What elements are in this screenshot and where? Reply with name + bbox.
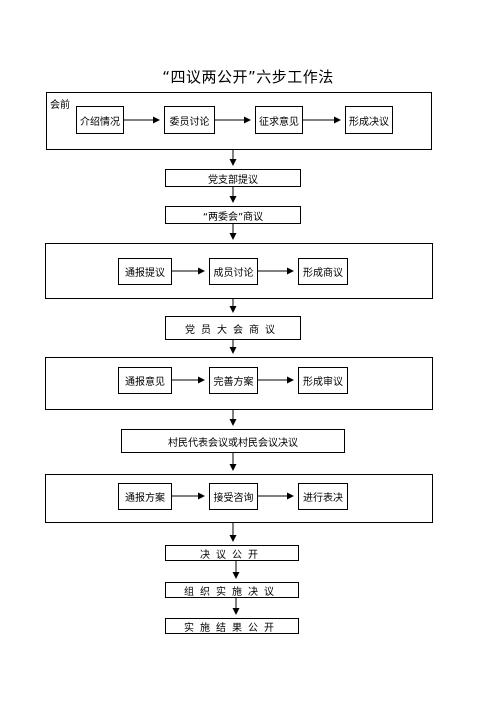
step-conduct-vote: 进行表决: [298, 483, 348, 510]
party-branch-proposal-box: 党支部提议: [165, 169, 301, 187]
villagers-meeting-resolution-box: 村民代表会议或村民会议决议: [121, 429, 345, 453]
step-form-consultation: 形成商议: [298, 258, 348, 285]
page-title: “四议两公开”六步工作法: [162, 68, 334, 86]
step-introduce-situation: 介绍情况: [76, 106, 124, 134]
step-accept-consultation: 接受咨询: [209, 483, 258, 510]
pre-meeting-label: 会前: [50, 100, 70, 111]
step-form-review: 形成审议: [298, 367, 348, 394]
resolution-substeps-group: [45, 474, 433, 523]
step-form-resolution: 形成决议: [345, 106, 393, 134]
step-improve-plan: 完善方案: [209, 367, 258, 394]
step-notify-plan: 通报方案: [118, 483, 172, 510]
resolution-public-box: 决议公开: [165, 545, 299, 561]
discussion-substeps-group: [45, 243, 433, 299]
step-committee-discussion: 委员讨论: [164, 106, 215, 134]
step-solicit-opinions: 征求意见: [255, 106, 303, 134]
step-notify-opinions: 通报意见: [118, 367, 172, 394]
organize-implementation-box: 组织实施决议: [165, 582, 299, 598]
results-public-box: 实施结果公开: [165, 618, 299, 634]
two-committees-discussion-box: “两委会”商议: [165, 206, 301, 224]
step-member-discussion: 成员讨论: [209, 258, 258, 285]
deliberation-substeps-group: [45, 357, 433, 410]
step-notify-proposal: 通报提议: [118, 258, 172, 285]
party-members-meeting-box: 党员大会商议: [165, 316, 301, 340]
pre-meeting-group: 会前: [46, 92, 432, 150]
